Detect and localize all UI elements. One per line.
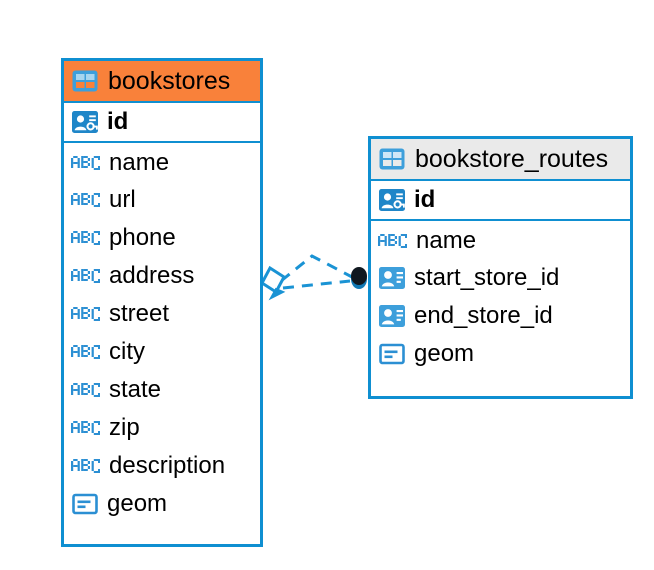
table-icon [379, 148, 405, 170]
filled-circle-marker [351, 267, 367, 289]
field-label: end_store_id [414, 302, 553, 329]
field-label: phone [109, 224, 176, 251]
table-icon [72, 70, 98, 92]
field-label: zip [109, 414, 140, 441]
field-label: street [109, 300, 170, 327]
field-row-start-store-id[interactable]: start_store_id [371, 259, 630, 297]
field-label: id [414, 186, 436, 213]
field-row-name[interactable]: name [371, 221, 630, 259]
field-row-street[interactable]: street [64, 295, 260, 333]
field-row-description[interactable]: description [64, 447, 260, 485]
primary-key-section: id [371, 181, 630, 221]
foreign-key-icon [379, 267, 405, 289]
field-row-id[interactable]: id [64, 103, 260, 141]
primary-key-section: id [64, 103, 260, 143]
field-row-geom[interactable]: geom [64, 485, 260, 523]
field-label: url [109, 186, 136, 213]
field-label: geom [414, 340, 475, 367]
field-label: id [107, 108, 129, 135]
field-row-phone[interactable]: phone [64, 219, 260, 257]
primary-key-icon [379, 189, 405, 211]
field-row-state[interactable]: state [64, 371, 260, 409]
entity-header-bookstores[interactable]: bookstores [64, 61, 260, 103]
text-abc-icon [71, 421, 100, 435]
field-label: state [109, 376, 162, 403]
text-abc-icon [71, 269, 100, 283]
field-label: name [109, 149, 170, 176]
text-abc-icon [71, 383, 100, 397]
entity-bookstores[interactable]: bookstores id [61, 58, 263, 547]
text-abc-icon [71, 193, 100, 207]
entity-title: bookstore_routes [415, 144, 609, 173]
field-row-address[interactable]: address [64, 257, 260, 295]
field-row-geom[interactable]: geom [371, 335, 630, 373]
entity-title: bookstores [108, 66, 231, 95]
text-abc-icon [71, 345, 100, 359]
field-row-zip[interactable]: zip [64, 409, 260, 447]
field-label: description [109, 452, 226, 479]
foreign-key-icon [379, 305, 405, 327]
field-list-bookstores: name url [64, 143, 260, 523]
field-row-id[interactable]: id [371, 181, 630, 219]
text-abc-icon [71, 231, 100, 245]
text-abc-icon [378, 234, 407, 248]
field-row-city[interactable]: city [64, 333, 260, 371]
field-label: address [109, 262, 195, 289]
primary-key-icon [72, 111, 98, 133]
field-label: name [416, 227, 477, 254]
entity-bookstore-routes[interactable]: bookstore_routes id [368, 136, 633, 399]
field-row-end-store-id[interactable]: end_store_id [371, 297, 630, 335]
geometry-icon [72, 493, 98, 515]
field-row-name[interactable]: name [64, 143, 260, 181]
entity-header-bookstore-routes[interactable]: bookstore_routes [371, 139, 630, 181]
relationship-branch-lower [282, 279, 351, 290]
field-label: city [109, 338, 145, 365]
field-row-url[interactable]: url [64, 181, 260, 219]
field-list-bookstore-routes: name start_store_id [371, 221, 630, 373]
geometry-icon [379, 343, 405, 365]
text-abc-icon [71, 459, 100, 473]
field-label: geom [107, 490, 168, 517]
relationship-branch-upper [280, 254, 353, 283]
text-abc-icon [71, 156, 100, 170]
field-label: start_store_id [414, 264, 560, 291]
text-abc-icon [71, 307, 100, 321]
diamond-marker [260, 265, 286, 301]
